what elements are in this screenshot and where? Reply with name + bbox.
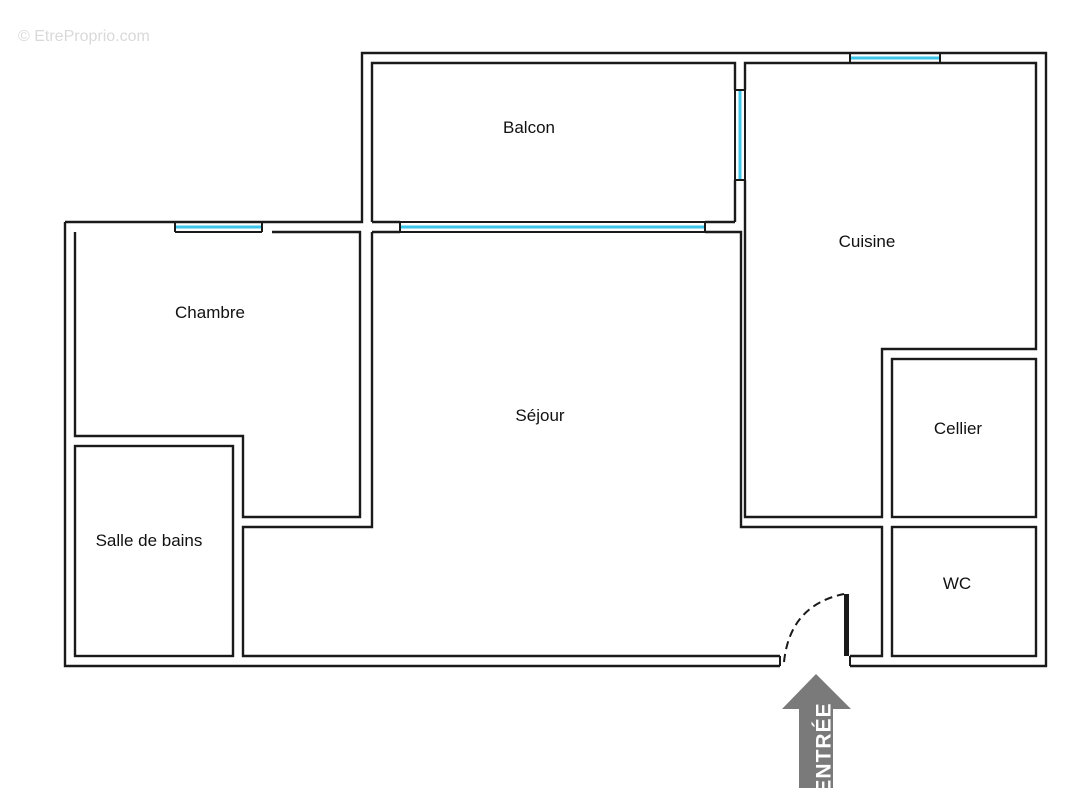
room-label-chambre: Chambre: [175, 303, 245, 322]
cellier-walls: [890, 357, 1038, 519]
inner-walls: [73, 357, 1038, 658]
wc-walls: [890, 525, 1038, 658]
room-label-cellier: Cellier: [934, 419, 983, 438]
room-label-salle-de-bains: Salle de bains: [96, 531, 203, 550]
entrance-door: [779, 593, 851, 666]
salle-de-bains-walls: [73, 444, 235, 658]
window-cuisine: [849, 52, 941, 64]
window-cuisine-balcon: [734, 89, 746, 181]
entrance-arrow: ENTRÉE: [782, 674, 851, 794]
window-chambre: [174, 221, 263, 233]
watermark: © EtreProprio.com: [18, 28, 150, 45]
room-label-wc: WC: [943, 574, 971, 593]
room-label-sejour: Séjour: [515, 406, 564, 425]
window-sejour-balcon: [399, 221, 706, 233]
room-label-cuisine: Cuisine: [839, 232, 896, 251]
room-label-balcon: Balcon: [503, 118, 555, 137]
outer-walls: [63, 51, 1048, 668]
entrance-label: ENTRÉE: [813, 702, 836, 793]
